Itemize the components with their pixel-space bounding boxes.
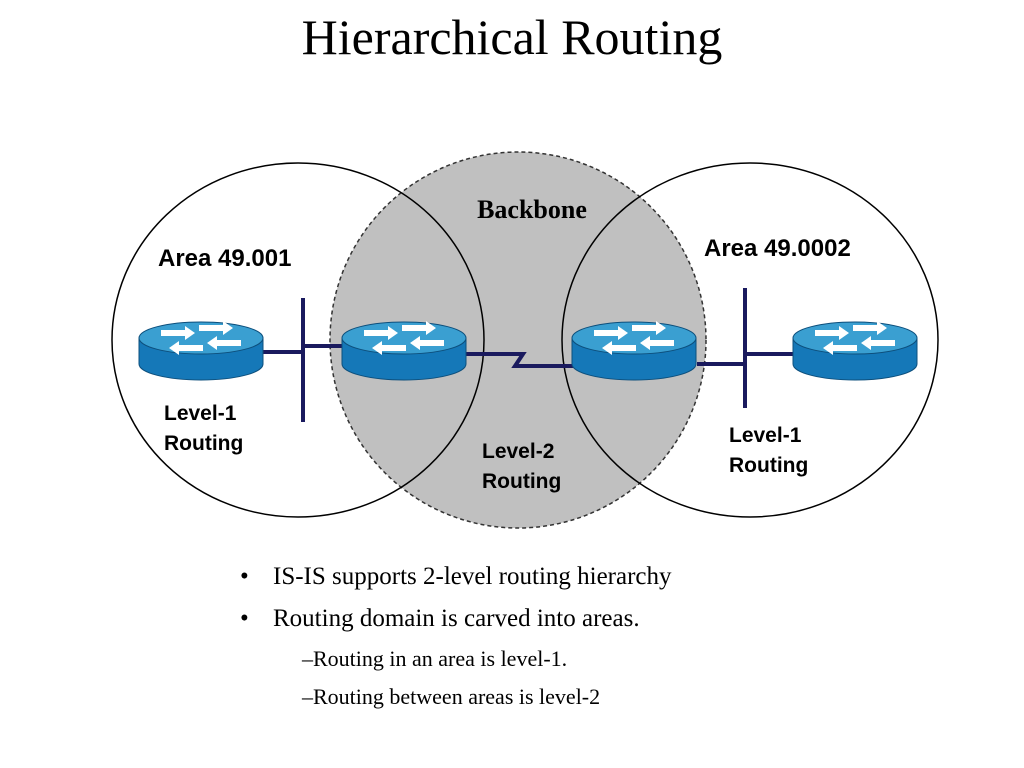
- level1-right-line2: Routing: [729, 454, 808, 477]
- router-icon: [792, 320, 918, 381]
- bullet-glyph: •: [240, 605, 249, 632]
- area-right-label: Area 49.0002: [704, 235, 851, 262]
- subbullet-item: –Routing between areas is level-2: [302, 684, 601, 709]
- area-left-label: Area 49.001: [158, 245, 291, 272]
- level1-right-line1: Level-1: [729, 424, 802, 447]
- router-icon: [341, 320, 467, 381]
- backbone-label: Backbone: [477, 195, 587, 224]
- bullet-item: • Routing domain is carved into areas.: [240, 602, 940, 636]
- level1-left-line2: Routing: [164, 432, 243, 455]
- area-right-boundary: [561, 162, 939, 518]
- level2-line2: Routing: [482, 470, 561, 493]
- bullet-text: IS-IS supports 2-level routing hierarchy: [273, 563, 672, 590]
- level1-left-line1: Level-1: [164, 402, 237, 425]
- bullet-glyph: •: [240, 563, 249, 590]
- hierarchical-routing-diagram: Backbone Area 49.001 Area 49.0002 Level-…: [111, 151, 939, 529]
- subbullet-item: –Routing in an area is level-1.: [302, 646, 568, 671]
- bullet-item: • IS-IS supports 2-level routing hierarc…: [240, 560, 940, 594]
- area-left-boundary: [111, 162, 485, 518]
- level2-line1: Level-2: [482, 440, 554, 463]
- router-icon: [571, 320, 697, 381]
- backbone-area: [329, 151, 707, 529]
- network-links: [262, 288, 795, 422]
- bullet-text: Routing domain is carved into areas.: [273, 605, 640, 632]
- router-icon: [138, 320, 264, 381]
- slide-title: Hierarchical Routing: [301, 9, 723, 65]
- bullet-list: • IS-IS supports 2-level routing hierarc…: [240, 560, 940, 720]
